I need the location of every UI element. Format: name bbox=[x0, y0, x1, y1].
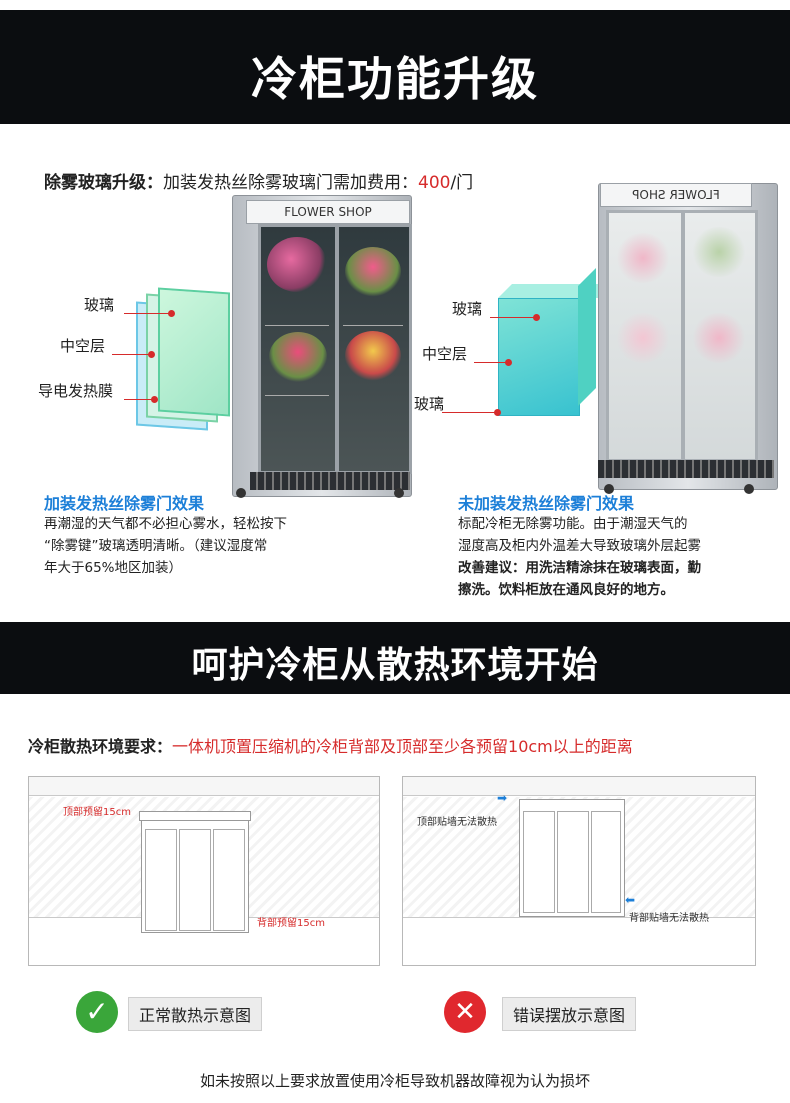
left-label-film: 导电发热膜 bbox=[38, 382, 114, 400]
label-top-wall: 顶部贴墙无法散热 bbox=[417, 817, 497, 828]
right-effect-desc: 标配冷柜无除雾功能。由于潮湿天气的 湿度高及柜内外温差大导致玻璃外层起雾 改善建… bbox=[458, 516, 701, 598]
diagram-correct: 顶部预留15cm 背部预留15cm bbox=[28, 776, 380, 966]
diagram-wrong: ➡ ⬅ 顶部贴墙无法散热 背部贴墙无法散热 bbox=[402, 776, 756, 966]
label-back-gap: 背部预留15cm bbox=[257, 918, 325, 929]
right-label-glass-bottom: 玻璃 bbox=[414, 395, 445, 413]
fridge-right-door-1 bbox=[606, 210, 684, 462]
legend-wrong: 错误摆放示意图 bbox=[502, 997, 637, 1031]
heat-requirement: 冷柜散热环境要求：一体机顶置压缩机的冷柜背部及顶部至少各预留10cm以上的距离 bbox=[28, 733, 633, 757]
fridge-left-door-1 bbox=[258, 224, 338, 474]
defog-heading-label: 除雾玻璃升级： bbox=[44, 173, 163, 193]
defog-heading-text: 加装发热丝除雾玻璃门需加费用： bbox=[163, 173, 418, 193]
header-banner-heat: 呵护冷柜从散热环境开始 bbox=[0, 622, 790, 694]
fridge-right-brand: FLOWER SHOP bbox=[600, 183, 752, 207]
check-icon: ✓ bbox=[76, 991, 118, 1033]
legend-correct: 正常散热示意图 bbox=[128, 997, 263, 1031]
defog-price: 400 bbox=[418, 173, 451, 193]
header-banner-upgrade: 冷柜功能升级 bbox=[0, 10, 790, 124]
left-effect-title: 加装发热丝除雾门效果 bbox=[44, 494, 205, 513]
arrow-top-icon: ➡ bbox=[497, 791, 508, 805]
label-back-wall: 背部贴墙无法散热 bbox=[629, 913, 709, 924]
left-label-hollow: 中空层 bbox=[60, 337, 106, 355]
fridge-left-door-2 bbox=[336, 224, 412, 474]
heat-requirement-label: 冷柜散热环境要求： bbox=[28, 737, 173, 756]
defog-heading: 除雾玻璃升级：加装发热丝除雾玻璃门需加费用：400/门 bbox=[44, 168, 473, 193]
right-effect-title: 未加装发热丝除雾门效果 bbox=[458, 494, 635, 513]
right-label-hollow: 中空层 bbox=[422, 345, 468, 363]
footer-note: 如未按照以上要求放置使用冷柜导致机器故障视为认为损坏 bbox=[199, 1072, 590, 1090]
right-label-glass-top: 玻璃 bbox=[452, 300, 483, 318]
layer-glass bbox=[158, 287, 230, 417]
cross-icon: ✕ bbox=[444, 991, 486, 1033]
fridge-right-door-2 bbox=[682, 210, 758, 462]
header-title-upgrade: 冷柜功能升级 bbox=[251, 52, 539, 106]
header-title-heat: 呵护冷柜从散热环境开始 bbox=[191, 645, 599, 686]
fridge-left-brand: FLOWER SHOP bbox=[246, 200, 410, 224]
defog-unit: /门 bbox=[450, 173, 474, 193]
left-effect-desc: 再潮湿的天气都不必担心雾水，轻松按下 “除雾键”玻璃透明清晰。（建议湿度常 年大… bbox=[44, 516, 287, 576]
heat-requirement-text: 一体机顶置压缩机的冷柜背部及顶部至少各预留10cm以上的距离 bbox=[172, 737, 633, 756]
arrow-back-icon: ⬅ bbox=[625, 893, 636, 907]
label-top-gap: 顶部预留15cm bbox=[63, 807, 131, 818]
left-label-glass: 玻璃 bbox=[84, 296, 115, 314]
